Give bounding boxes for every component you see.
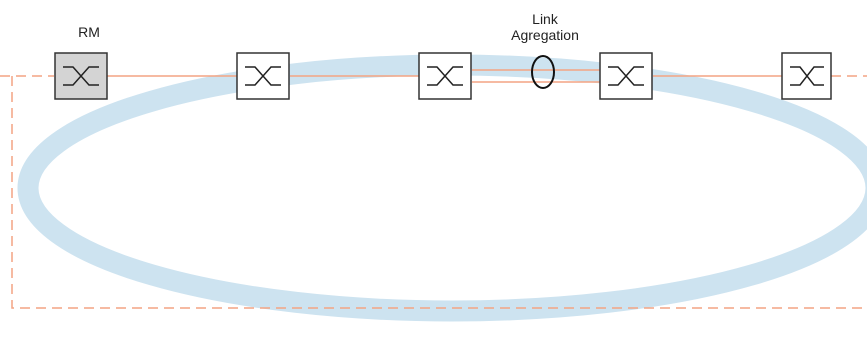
switch-box xyxy=(418,52,472,100)
switch-icon xyxy=(608,66,644,86)
switch-icon xyxy=(245,66,281,86)
link-aggregation-label: Link Agregation xyxy=(500,11,590,43)
switch-icon xyxy=(427,66,463,86)
switch-5 xyxy=(781,52,832,100)
switch-2 xyxy=(236,52,290,100)
link-aggregation-label-line2: Agregation xyxy=(511,27,579,43)
switch-3 xyxy=(418,52,472,100)
switch-icon xyxy=(63,66,99,86)
switch-4 xyxy=(599,52,653,100)
ring-manager-label: RM xyxy=(78,24,100,40)
switch-icon xyxy=(790,66,824,86)
link-aggregation-oval xyxy=(531,55,555,89)
switch-rm xyxy=(54,52,108,100)
redundant-link-dashed xyxy=(0,75,867,309)
ring-ellipse xyxy=(17,54,867,322)
link-aggregation-label-line1: Link xyxy=(532,11,558,27)
